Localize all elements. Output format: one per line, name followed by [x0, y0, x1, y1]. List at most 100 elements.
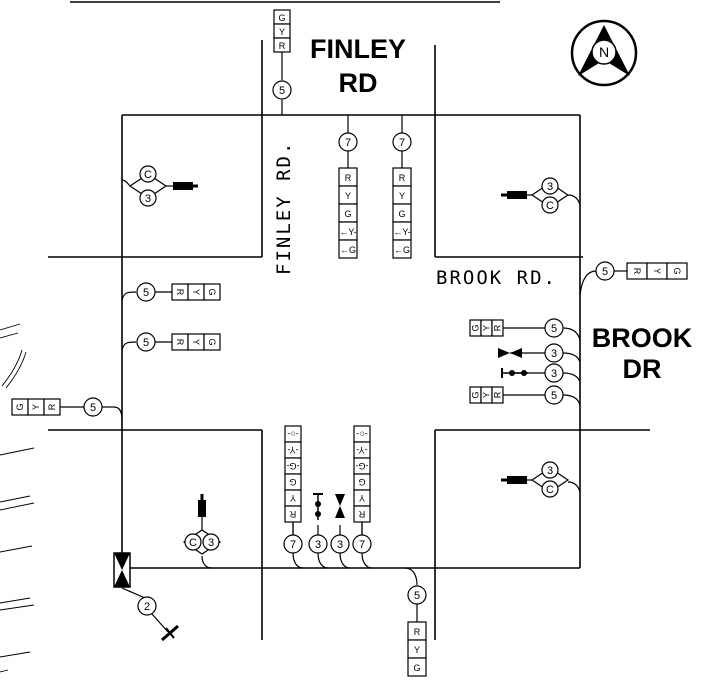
cable-callout-5-west-2: 5	[136, 332, 156, 352]
svg-text:7: 7	[290, 539, 296, 551]
svg-text:Y: Y	[399, 191, 405, 201]
loop-detector-icon	[507, 476, 527, 484]
svg-text:G: G	[278, 13, 285, 23]
svg-text:Y: Y	[359, 493, 365, 503]
svg-text:Y: Y	[279, 27, 285, 37]
svg-text:-G-: -G-	[287, 461, 300, 471]
svg-text:3: 3	[551, 368, 557, 380]
svg-text:C: C	[546, 484, 554, 496]
pedestrian-head-east-2-icon	[501, 368, 528, 378]
eastside-signal-head-2: G Y R	[469, 386, 504, 404]
svg-text:Y: Y	[290, 493, 296, 503]
svg-text:←G: ←G	[340, 245, 356, 255]
svg-text:-○-: -○-	[356, 429, 367, 439]
controller-cabinet-icon	[113, 552, 131, 588]
svg-text:3: 3	[315, 539, 321, 551]
svg-text:7: 7	[359, 539, 365, 551]
svg-text:←Y-: ←Y-	[393, 227, 410, 237]
road-edges	[48, 40, 650, 640]
svg-text:R: R	[493, 391, 503, 398]
pedestrian-head-south-2-icon	[335, 494, 345, 518]
svg-text:R: R	[345, 173, 352, 183]
loop-detector-icon	[507, 191, 527, 199]
service-pole-icon	[161, 624, 179, 642]
svg-text:G: G	[207, 338, 217, 345]
svg-text:R: R	[175, 289, 185, 296]
loop-detector-icon	[173, 182, 193, 190]
svg-text:←Y-: ←Y-	[339, 227, 356, 237]
north-arrow-icon: N	[570, 19, 638, 87]
detector-sw: C 3	[182, 494, 222, 555]
svg-text:-Y-: -Y-	[356, 445, 367, 455]
finley-road-label: FINLEY RD.	[273, 141, 295, 275]
svg-text:5: 5	[143, 287, 149, 299]
svg-text:Y: Y	[191, 339, 201, 345]
westside-signal-head-1: R Y G	[171, 283, 221, 301]
pedestrian-head-east-1-icon	[498, 348, 522, 358]
north-signal-head: G Y R	[273, 9, 291, 53]
svg-text:G: G	[207, 288, 217, 295]
svg-text:7: 7	[399, 137, 405, 149]
cable-callout-5-west-1: 5	[136, 282, 156, 302]
svg-text:Y: Y	[31, 404, 41, 410]
cable-callout-3-south-1: 3	[308, 534, 328, 554]
svg-text:Y: Y	[482, 325, 492, 331]
svg-text:C: C	[546, 200, 554, 212]
pedestrian-head-south-1-icon	[313, 493, 323, 520]
svg-text:2: 2	[144, 601, 150, 613]
svg-text:C: C	[189, 537, 197, 549]
svg-text:G: G	[672, 267, 682, 274]
svg-text:G: G	[358, 477, 365, 487]
cable-callout-7-south-2: 7	[392, 132, 412, 152]
svg-text:3: 3	[551, 348, 557, 360]
svg-text:-G-: -G-	[356, 461, 369, 471]
cable-callout-5-farwest: 5	[83, 397, 103, 417]
svg-text:3: 3	[547, 181, 553, 193]
svg-text:5: 5	[551, 390, 557, 402]
svg-text:Y: Y	[191, 289, 201, 295]
svg-text:←G: ←G	[394, 245, 410, 255]
svg-text:3: 3	[547, 465, 553, 477]
cable-callout-5-north: 5	[272, 80, 292, 100]
cable-callout-5-east-2: 5	[544, 385, 564, 405]
southbound-signal-head-1: R Y G ←Y- ←G	[338, 167, 358, 259]
svg-text:5: 5	[279, 85, 285, 97]
cable-callout-3-east-1: 3	[544, 343, 564, 363]
svg-text:3: 3	[337, 539, 343, 551]
finley-title-line2: RD	[339, 68, 378, 98]
svg-text:5: 5	[551, 323, 557, 335]
svg-text:G: G	[289, 477, 296, 487]
cable-callout-3-south-2: 3	[330, 534, 350, 554]
svg-text:Y: Y	[482, 392, 492, 398]
svg-text:G: G	[471, 391, 481, 398]
svg-text:G: G	[398, 209, 405, 219]
svg-text:R: R	[399, 173, 406, 183]
svg-text:7: 7	[345, 137, 351, 149]
finley-title-line1: FINLEY	[310, 34, 406, 64]
eastside-signal-head-1: G Y R	[469, 319, 504, 337]
svg-text:G: G	[471, 324, 481, 331]
cable-callout-5-south: 5	[407, 585, 427, 605]
cable-callout-3-east-2: 3	[544, 363, 564, 383]
svg-text:5: 5	[414, 590, 420, 602]
farwest-signal-head: G Y R	[11, 398, 61, 416]
svg-text:G: G	[15, 403, 25, 410]
svg-text:-○-: -○-	[287, 429, 298, 439]
south-signal-head: R Y G	[407, 621, 427, 677]
svg-text:Y: Y	[414, 645, 420, 655]
svg-text:3: 3	[145, 193, 151, 205]
svg-text:5: 5	[602, 266, 608, 278]
svg-text:R: R	[47, 403, 57, 410]
svg-text:-Y-: -Y-	[287, 445, 298, 455]
detector-se: 3 C	[501, 461, 570, 498]
svg-text:5: 5	[90, 402, 96, 414]
svg-text:R: R	[289, 509, 296, 519]
svg-text:R: R	[279, 41, 286, 51]
svg-text:Y: Y	[652, 268, 662, 274]
svg-text:R: R	[493, 324, 503, 331]
detector-ne: 3 C	[501, 177, 570, 214]
wires	[102, 30, 627, 633]
detector-nw: C 3	[128, 165, 198, 207]
cable-callout-7-south-1: 7	[338, 132, 358, 152]
